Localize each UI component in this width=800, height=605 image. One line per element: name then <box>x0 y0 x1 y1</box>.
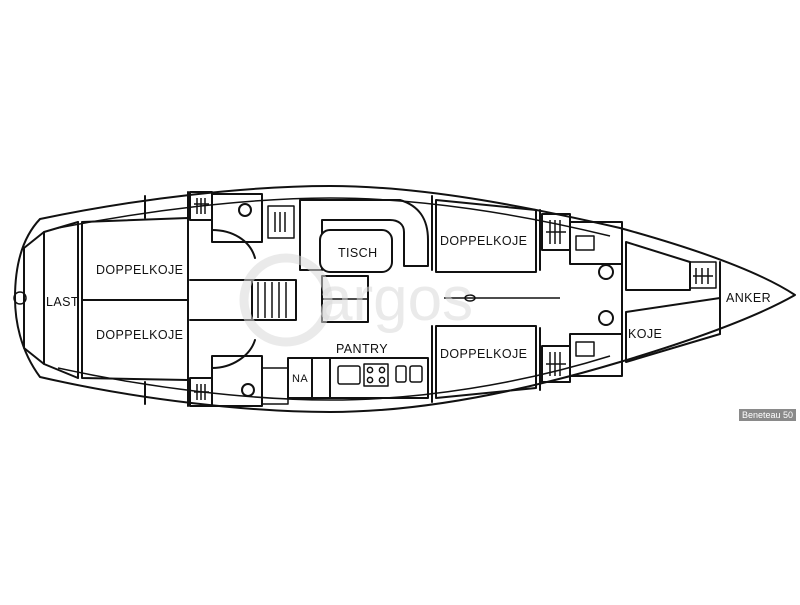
label-fwd-port-cabin: DOPPELKOJE <box>440 234 527 248</box>
koje-upper <box>625 241 691 291</box>
fwd-starboard-toilet <box>598 310 614 326</box>
companionway-stairs <box>251 279 297 321</box>
chain-locker <box>689 261 717 289</box>
pantry-counter <box>329 357 429 399</box>
sink <box>337 365 361 385</box>
label-koje: KOJE <box>628 327 662 341</box>
saloon-table <box>319 229 393 273</box>
svg-text:argos: argos <box>318 265 473 334</box>
label-nav: NA <box>292 373 308 385</box>
model-badge: Beneteau 50 <box>738 409 796 421</box>
hull-inner-line <box>57 197 611 401</box>
label-last: LAST <box>46 295 79 309</box>
argos-watermark: argos <box>239 253 473 347</box>
fwd-port-berth <box>435 199 537 273</box>
label-fwd-starboard-cabin: DOPPELKOJE <box>440 347 527 361</box>
label-aft-starboard-cabin: DOPPELKOJE <box>96 328 183 342</box>
label-table: TISCH <box>338 246 378 260</box>
stove <box>363 363 389 387</box>
saloon-port-settee <box>299 199 429 271</box>
transom <box>23 231 45 365</box>
label-aft-port-cabin: DOPPELKOJE <box>96 263 183 277</box>
hull-outline <box>14 185 796 413</box>
aft-port-berth <box>81 217 189 301</box>
aft-port-toilet <box>238 203 252 217</box>
label-anker: ANKER <box>726 291 771 305</box>
fwd-port-toilet <box>598 264 614 280</box>
aft-starboard-toilet <box>241 383 255 397</box>
transom-hatch <box>13 291 27 305</box>
fwd-starboard-berth <box>435 325 537 399</box>
label-pantry: PANTRY <box>336 342 388 356</box>
